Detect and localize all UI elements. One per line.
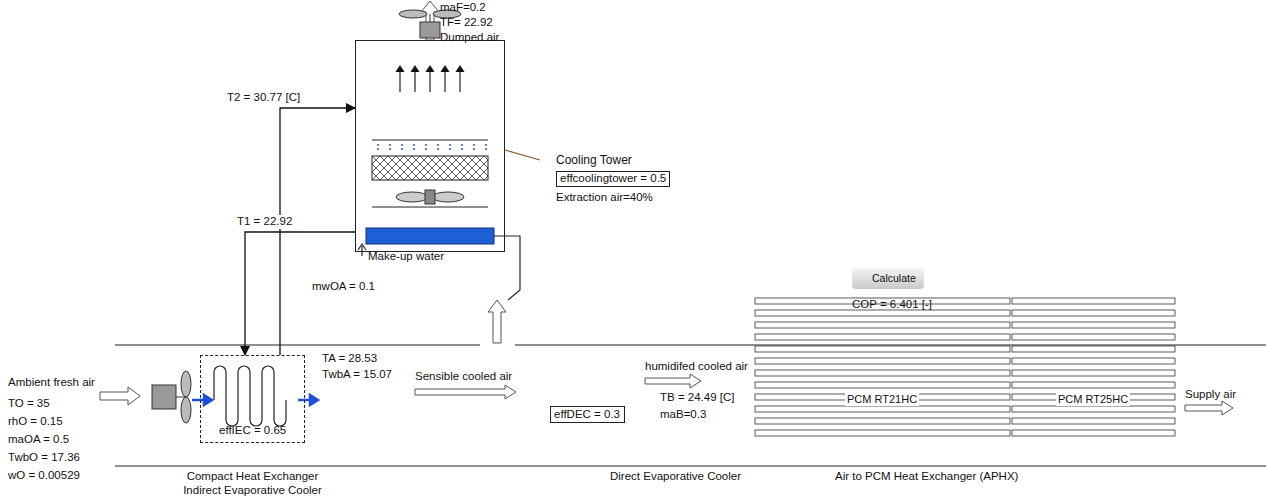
node-text: Compact Heat Exchanger Indirect Evaporat… xyxy=(170,470,335,496)
pipe-connector xyxy=(245,232,355,355)
fill-pack xyxy=(372,156,488,180)
label-text: TwbA = 15.07 xyxy=(322,368,392,382)
pcm-plate xyxy=(755,346,1010,352)
node-text: effcoolingtower = 0.5 xyxy=(556,171,670,187)
calculate-button: Calculate xyxy=(852,268,924,289)
sensible-air-arrow xyxy=(415,385,516,399)
pcm-plate xyxy=(1012,418,1175,424)
edge-label: T1 = 22.92 xyxy=(235,215,294,229)
pcm-plate xyxy=(755,406,1010,412)
label-text: Supply air xyxy=(1185,388,1236,402)
pcm-plate xyxy=(1012,298,1175,304)
extraction-arrow xyxy=(488,300,506,343)
label-text: TA = 28.53 xyxy=(322,352,377,366)
dec-efficiency: effDEC = 0.3 xyxy=(550,406,625,423)
spray-nozzles xyxy=(372,140,488,150)
pcm-plate xyxy=(1012,322,1175,328)
label-text: rhO = 0.15 xyxy=(8,415,63,429)
pcm-plate xyxy=(755,370,1010,376)
label-text: Ambient fresh air xyxy=(8,376,95,390)
duct-fan xyxy=(152,371,191,423)
edge-label: T2 = 30.77 [C] xyxy=(225,91,302,105)
pcm-plate xyxy=(755,358,1010,364)
fresh-air-arrow xyxy=(100,387,140,405)
dumped-air-arrow xyxy=(421,1,439,40)
pcm-plates xyxy=(755,298,1175,436)
node-text: PCM RT21HC xyxy=(845,393,919,406)
pcm-plate xyxy=(755,430,1010,436)
water-basin xyxy=(366,228,494,244)
tower-fan xyxy=(372,190,488,207)
pcm-plate xyxy=(755,382,1010,388)
label-text: maF=0.2 xyxy=(440,1,486,15)
iec-exchanger: effIEC = 0.65Compact Heat Exchanger Indi… xyxy=(200,355,305,443)
pcm-bank: PCM RT21HC xyxy=(755,297,1010,445)
label-text: TF= 22.92 xyxy=(440,16,493,30)
iec-flow-arrows xyxy=(192,395,318,405)
pcm-plate xyxy=(1012,310,1175,316)
pcm-plate xyxy=(1012,430,1175,436)
pcm-plate xyxy=(1012,370,1175,376)
label-text: Direct Evaporative Cooler xyxy=(610,470,741,484)
label-text: humidifed cooled air xyxy=(645,360,748,374)
make-up-pipe xyxy=(358,150,540,300)
duct xyxy=(115,345,1266,466)
label-text: maB=0.3 xyxy=(660,408,706,422)
node-text: Cooling Tower xyxy=(556,153,632,167)
label-text: COP = 6.401 [-] xyxy=(852,298,932,312)
humid-air-arrow xyxy=(645,374,701,388)
node-text: PCM RT25HC xyxy=(1056,393,1130,406)
supply-air-arrow xyxy=(1185,401,1233,415)
pcm-bank: PCM RT25HC xyxy=(1012,297,1175,445)
pcm-plate xyxy=(755,310,1010,316)
iec-coil xyxy=(214,366,286,426)
node-text: effIEC = 0.65 xyxy=(219,424,286,438)
label-text: Air to PCM Heat Exchanger (APHX) xyxy=(835,470,1018,484)
pcm-plate xyxy=(755,334,1010,340)
node-text: Extraction air=40% xyxy=(556,191,653,205)
label-text: maOA = 0.5 xyxy=(8,433,69,447)
label-text: mwOA = 0.1 xyxy=(312,280,375,294)
pcm-plate xyxy=(755,322,1010,328)
cooling-tower: Cooling Towereffcoolingtower = 0.5Extrac… xyxy=(355,40,505,252)
label-text: Sensible cooled air xyxy=(415,370,512,384)
node-text: effDEC = 0.3 xyxy=(554,408,620,422)
pcm-plate xyxy=(1012,334,1175,340)
label-text: Make-up water xyxy=(368,250,444,264)
node-text: Calculate xyxy=(872,272,916,285)
pcm-plate xyxy=(1012,358,1175,364)
label-text: TwbO = 17.36 xyxy=(8,451,80,465)
pcm-plate xyxy=(1012,382,1175,388)
pcm-plate xyxy=(755,418,1010,424)
label-text: Dumped air xyxy=(440,31,499,45)
air-up-arrows xyxy=(396,66,464,92)
label-text: TB = 24.49 [C] xyxy=(660,391,734,405)
label-text: TO = 35 xyxy=(8,397,50,411)
pcm-plate xyxy=(1012,346,1175,352)
pcm-plate xyxy=(1012,406,1175,412)
label-text: wO = 0.00529 xyxy=(8,469,80,483)
pipe-connector xyxy=(280,108,355,355)
